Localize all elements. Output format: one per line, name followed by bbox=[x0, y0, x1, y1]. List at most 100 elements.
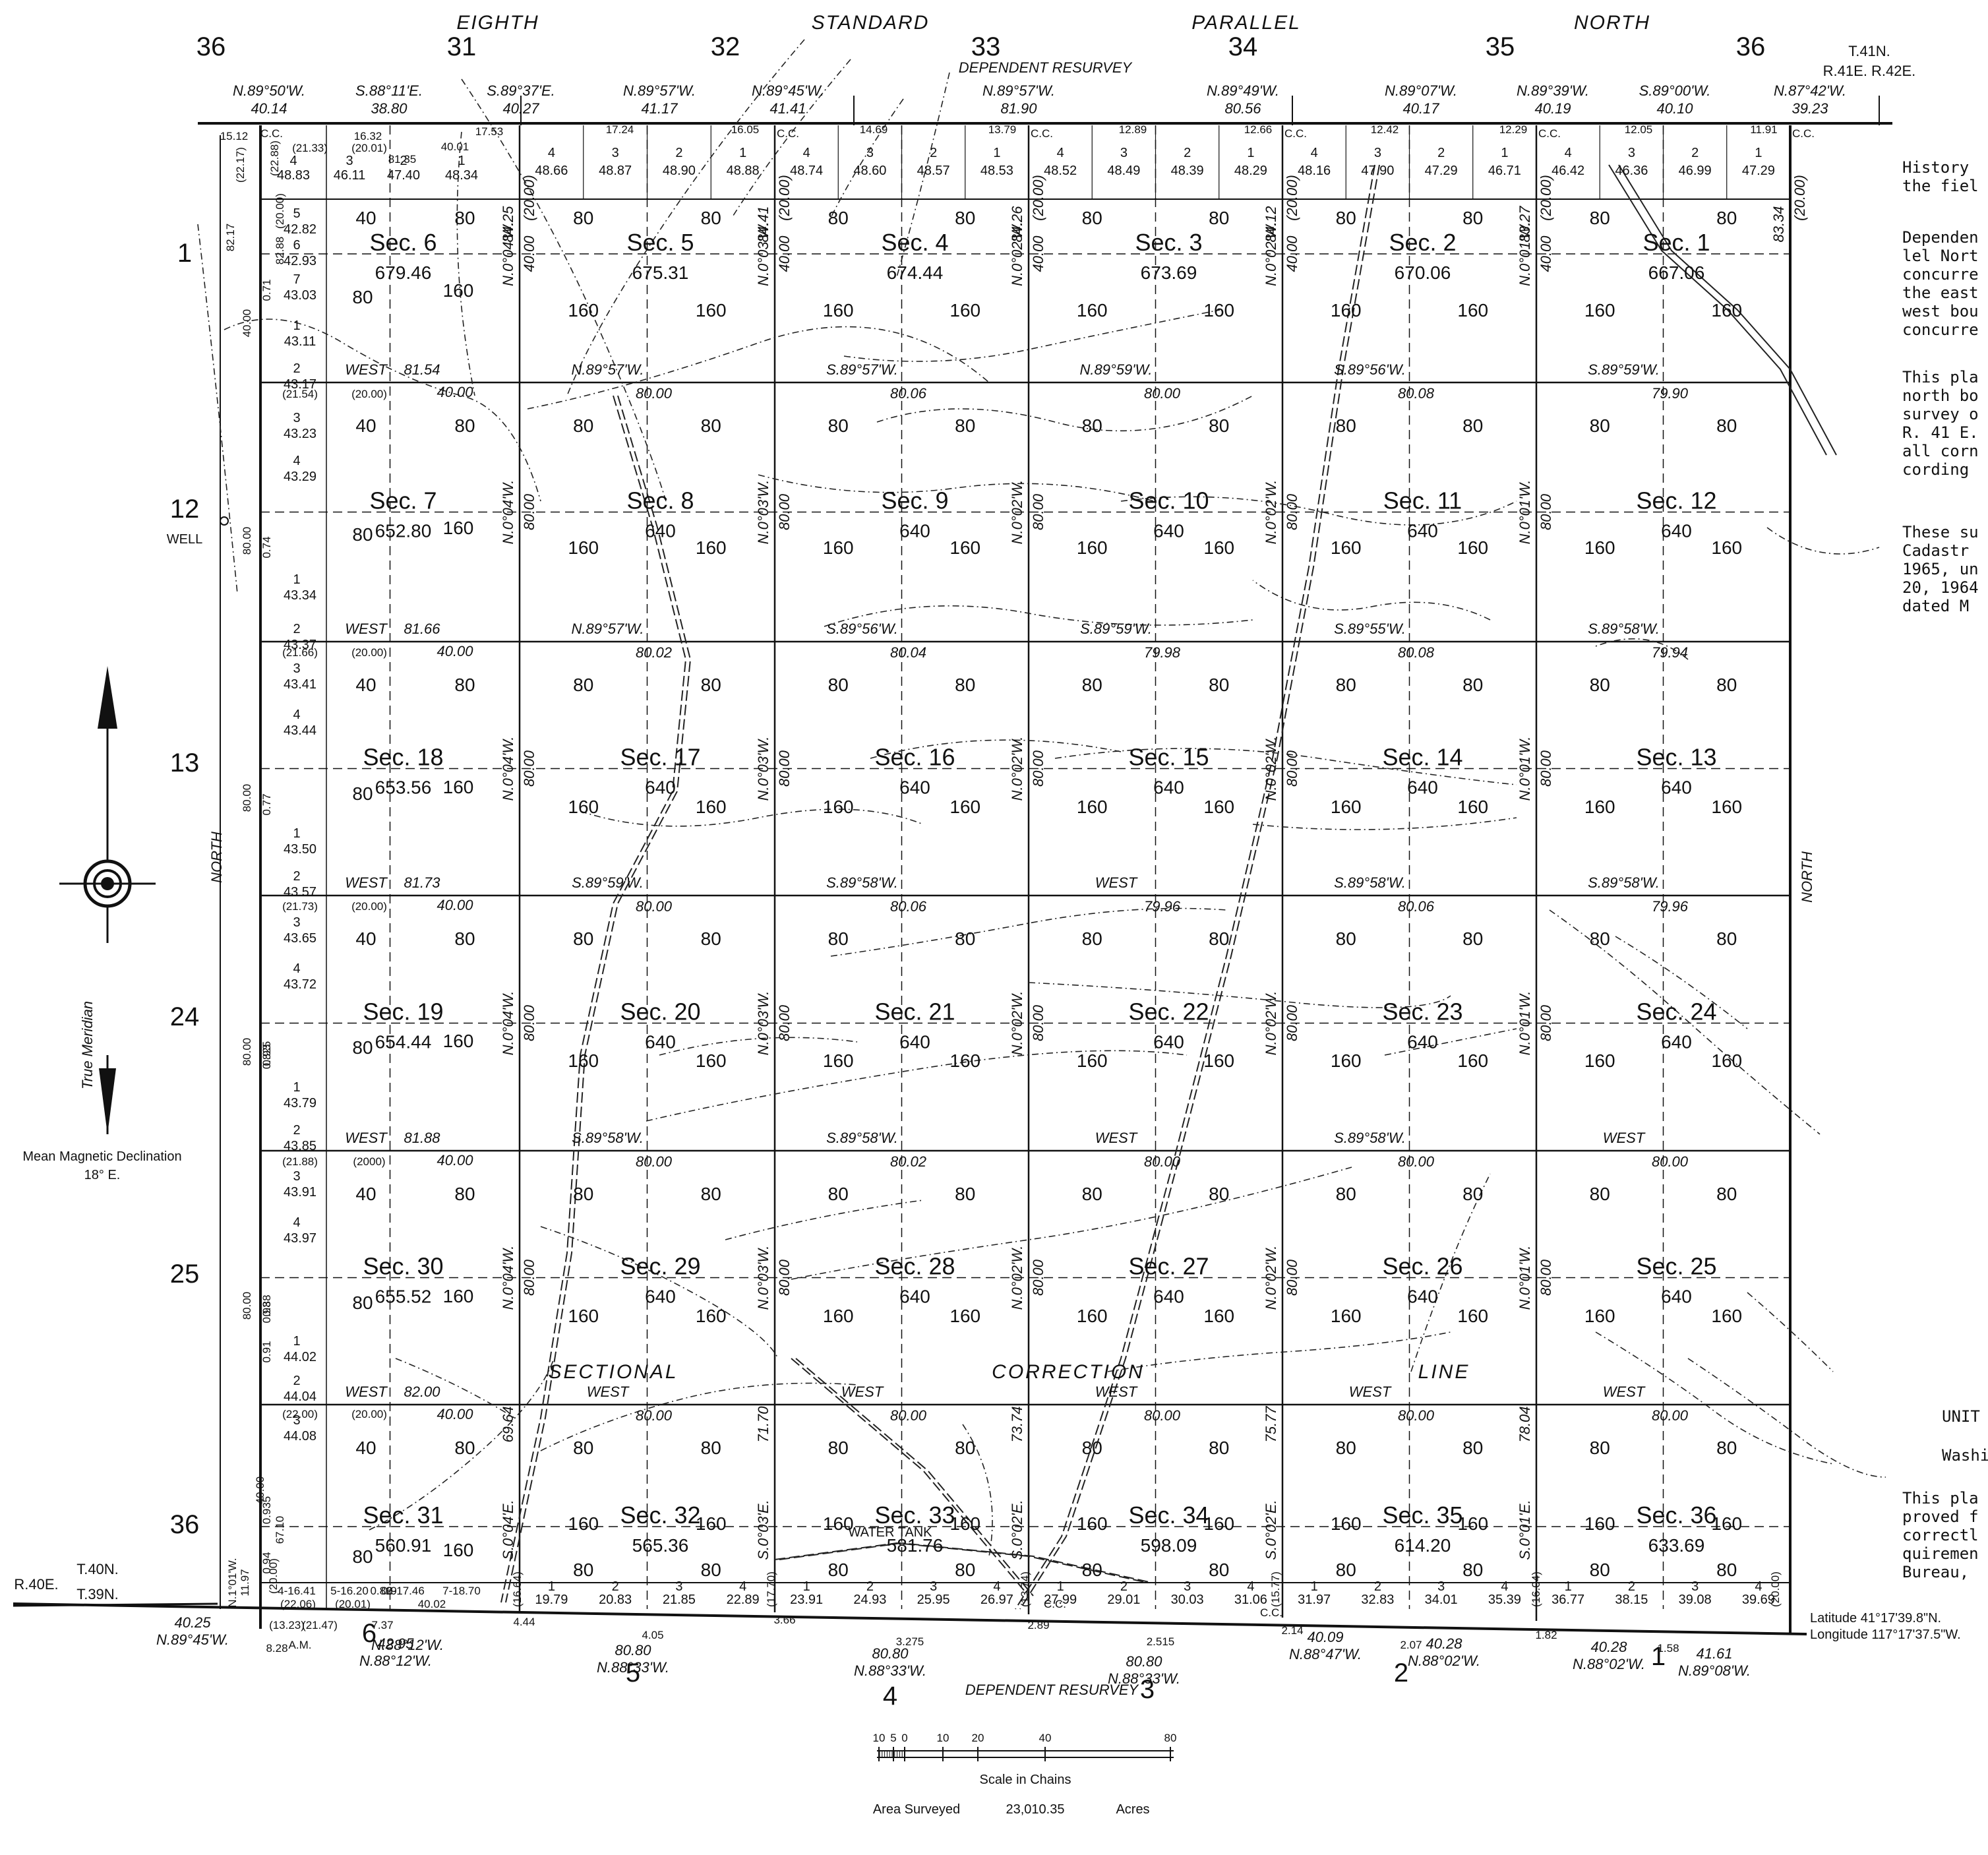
top-distance: 40.14 bbox=[251, 100, 287, 117]
quarter-acreage: 80 bbox=[701, 415, 721, 436]
scale-tick-label: 0 bbox=[901, 1732, 907, 1744]
side-note-text: all corn bbox=[1902, 442, 1979, 460]
township-lines bbox=[13, 96, 1892, 1761]
lot-acreage: 42.82 bbox=[284, 222, 316, 237]
west-lot-distance: (21.88) bbox=[282, 1155, 318, 1168]
side-note-text: 1965, un bbox=[1902, 560, 1979, 578]
drainage-line bbox=[1747, 1292, 1834, 1372]
meridian-distance: 80.00 bbox=[521, 1004, 537, 1041]
quarter-acreage: 160 bbox=[696, 1050, 727, 1071]
township-section-number-top: 36 bbox=[1736, 32, 1766, 61]
west-small-value: 80.00 bbox=[241, 1292, 253, 1320]
quarter-acreage: 80 bbox=[1462, 675, 1483, 695]
section-acreage: 653.56 bbox=[375, 777, 432, 798]
section-number: Sec. 3 bbox=[1135, 229, 1202, 256]
lot-number: 3 bbox=[346, 154, 353, 168]
west-small-value: 80.00 bbox=[241, 1038, 253, 1066]
north-label-west: NORTH bbox=[208, 832, 225, 883]
bottom-small-value: 2.07 bbox=[1400, 1639, 1422, 1651]
bottom-distance: 80.80 bbox=[1126, 1653, 1162, 1670]
bottom-distance: 41.61 bbox=[1696, 1645, 1732, 1662]
quarter-acreage: 80 bbox=[1209, 1184, 1229, 1204]
west-small-value: 40.00 bbox=[254, 1476, 266, 1505]
west-small-value: 0.71 bbox=[260, 279, 273, 301]
top-bearing: S.89°00'W. bbox=[1639, 82, 1711, 99]
row-bearing: N.89°59'W. bbox=[1080, 361, 1153, 378]
adjoining-section-number: 13 bbox=[170, 748, 200, 777]
lot-acreage: 43.03 bbox=[284, 288, 316, 303]
quarter-acreage: 160 bbox=[1457, 300, 1488, 320]
scale-tick-label: 80 bbox=[1164, 1732, 1177, 1744]
quarter-acreage: 80 bbox=[454, 415, 475, 436]
lot-number: 6 bbox=[293, 238, 300, 253]
bottom-distance: 42.95 bbox=[377, 1635, 414, 1652]
lot-number: 4 bbox=[293, 708, 300, 722]
quarter-acreage: 160 bbox=[1711, 300, 1742, 320]
quarter-acreage: 80 bbox=[701, 675, 721, 695]
lot-acreage: 43.79 bbox=[284, 1096, 316, 1110]
quarter-acreage: 40 bbox=[355, 208, 376, 228]
quarter-acreage: 80 bbox=[1462, 415, 1483, 436]
meridian-bearing-bottom: S.0°01'E. bbox=[1517, 1500, 1533, 1560]
quarter-acreage: 80 bbox=[454, 1184, 475, 1204]
bottom-bearing: N.88°47'W. bbox=[1289, 1646, 1362, 1662]
quarter-acreage: 160 bbox=[1711, 1050, 1742, 1071]
lot-number: 1 bbox=[293, 1080, 300, 1095]
lot-acreage: 22.89 bbox=[727, 1593, 760, 1607]
section-number: Sec. 4 bbox=[881, 229, 948, 256]
quarter-acreage: 80 bbox=[1716, 1438, 1737, 1458]
bottom-bearing: N.89°45'W. bbox=[156, 1631, 229, 1648]
side-note-text: the east bbox=[1902, 284, 1979, 302]
bottom-small-value: A.M. bbox=[289, 1639, 312, 1651]
quarter-acreage: 160 bbox=[1203, 537, 1234, 558]
lot-acreage: 43.11 bbox=[284, 334, 316, 349]
quarter-acreage: 80 bbox=[1209, 415, 1229, 436]
sec31-lot-value: 6-17.46 bbox=[386, 1585, 425, 1597]
meridian-distance: 80.00 bbox=[1538, 750, 1554, 787]
section-acreage: 565.36 bbox=[632, 1535, 689, 1556]
lot-acreage: 25.95 bbox=[917, 1593, 950, 1607]
correction-label: CORRECTION bbox=[992, 1361, 1145, 1383]
quarter-acreage: 160 bbox=[568, 537, 599, 558]
lot-number: 3 bbox=[293, 661, 300, 676]
quarter-acreage: 160 bbox=[949, 1306, 980, 1326]
meridian-distance-bottom: 75.77 bbox=[1263, 1406, 1279, 1443]
lot-acreage: 43.72 bbox=[284, 977, 316, 992]
top-lot-width: 12.89 bbox=[1119, 123, 1147, 136]
township-section-number-top: 32 bbox=[711, 32, 740, 61]
lot-number: 2 bbox=[293, 622, 300, 636]
lot-number: 1 bbox=[1311, 1579, 1318, 1594]
lot-acreage: 23.91 bbox=[790, 1593, 823, 1607]
section-acreage: 640 bbox=[1407, 1287, 1438, 1307]
lot-acreage: 48.83 bbox=[277, 168, 310, 183]
lot-number: 4 bbox=[548, 146, 555, 160]
road-tank bbox=[791, 1358, 1029, 1597]
quarter-acreage: 160 bbox=[1584, 537, 1615, 558]
quarter-acreage: 160 bbox=[1203, 1513, 1234, 1534]
area-unit: Acres bbox=[1116, 1802, 1149, 1817]
declination-label: Mean Magnetic Declination bbox=[22, 1149, 181, 1164]
bottom-bearing: N.88°12'W. bbox=[359, 1653, 432, 1669]
bottom-small-value: (17.70) bbox=[765, 1571, 777, 1607]
lot-acreage: 43.91 bbox=[284, 1185, 316, 1200]
quarter-acreage: 80 bbox=[1716, 208, 1737, 228]
meridian-side-distance: (20.00) bbox=[1792, 175, 1808, 221]
section-number: Sec. 21 bbox=[874, 998, 955, 1025]
section-acreage: 652.80 bbox=[375, 521, 432, 541]
lot-number: 3 bbox=[675, 1579, 682, 1594]
row-bearing: S.89°55'W. bbox=[1334, 621, 1406, 637]
drainage-line bbox=[830, 98, 904, 218]
meridian-bearing-bottom: S.0°04'E. bbox=[500, 1500, 516, 1560]
quarter-acreage: 80 bbox=[955, 415, 975, 436]
lot-acreage: 48.49 bbox=[1107, 164, 1140, 178]
well-icon bbox=[220, 516, 229, 526]
drainage-line bbox=[1107, 1331, 1451, 1372]
lot-number: 3 bbox=[1628, 146, 1635, 160]
top-distance: 41.17 bbox=[641, 100, 678, 117]
section-acreage: 640 bbox=[645, 1032, 676, 1052]
top-distance: 39.23 bbox=[1792, 100, 1828, 117]
row-distance: 80.00 bbox=[636, 385, 673, 402]
bottom-small-value: 2.515 bbox=[1147, 1635, 1175, 1648]
lot-number: 1 bbox=[1565, 1579, 1572, 1594]
quarter-acreage: 160 bbox=[949, 1050, 980, 1071]
